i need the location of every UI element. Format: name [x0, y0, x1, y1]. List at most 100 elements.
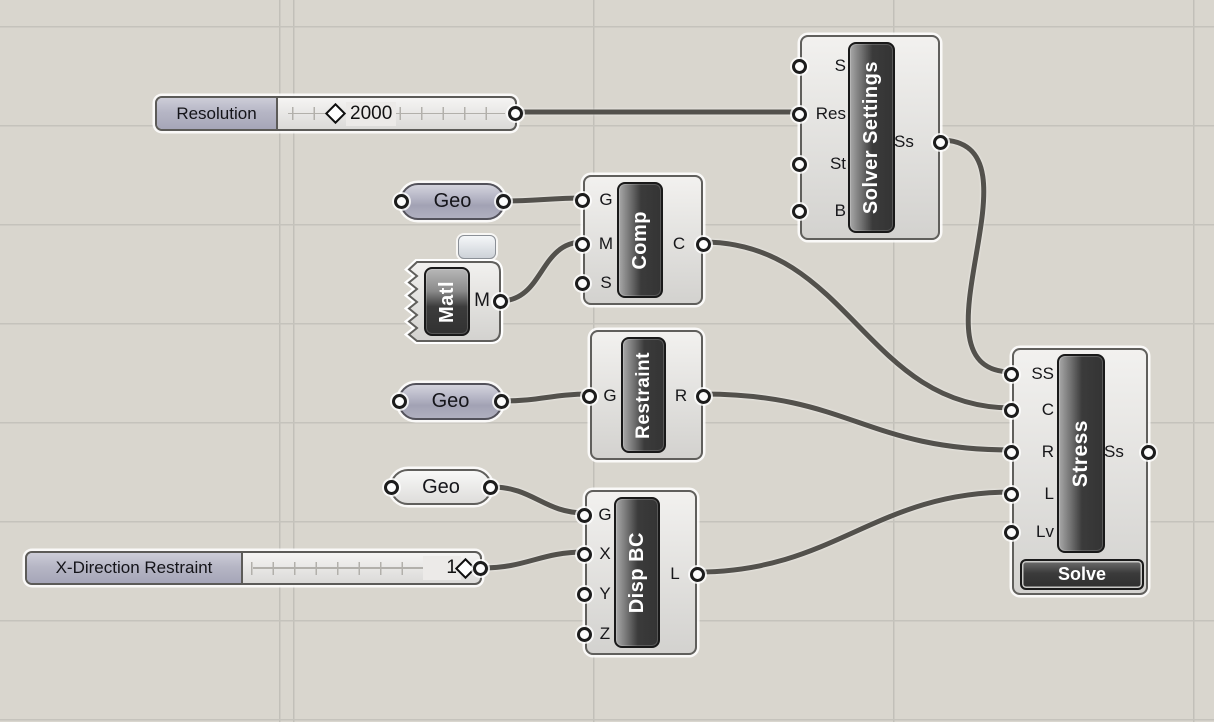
port-out-geo-bottom[interactable]	[483, 479, 498, 495]
output-label-ss: Ss	[894, 132, 914, 151]
input-label-g: G	[599, 190, 613, 209]
output-label-r: R	[674, 386, 688, 405]
component-stress[interactable]: SS C R L Lv Stress Ss Solve	[1004, 348, 1156, 595]
wire-geo-mid-to-restraint-g[interactable]	[500, 391, 593, 404]
port-in-dispbc-g[interactable]	[577, 507, 592, 523]
port-in-res[interactable]	[792, 106, 807, 122]
component-solver-settings[interactable]: S Res St B Solver Settings Ss	[792, 35, 948, 240]
port-in-st[interactable]	[792, 156, 807, 172]
output-label-l: L	[670, 564, 680, 583]
port-in-stress-r[interactable]	[1004, 444, 1019, 460]
input-label-r: R	[1041, 442, 1054, 461]
balloon-bubble	[458, 235, 496, 259]
resolution-slider[interactable]: Resolution 2000	[155, 96, 523, 131]
port-in-comp-g[interactable]	[575, 192, 590, 208]
matl-title: Matl	[435, 280, 458, 323]
restraint-title-bar[interactable]: Restraint	[621, 337, 666, 453]
slider-ticks	[292, 107, 503, 120]
port-in-comp-m[interactable]	[575, 236, 590, 252]
input-label-g: G	[603, 386, 617, 405]
port-out-resolution[interactable]	[508, 106, 523, 121]
port-in-dispbc-y[interactable]	[577, 586, 592, 602]
port-in-geo-mid[interactable]	[392, 394, 407, 409]
disp-bc-title-bar[interactable]: Disp BC	[614, 497, 660, 648]
stress-title-bar[interactable]: Stress	[1057, 354, 1105, 553]
port-in-stress-l[interactable]	[1004, 486, 1019, 502]
component-disp-bc[interactable]: G X Y Z Disp BC L	[577, 490, 705, 655]
port-out-geo-mid[interactable]	[494, 394, 509, 409]
resolution-slider-track[interactable]: 2000	[278, 98, 515, 129]
port-in-stress-lv[interactable]	[1004, 524, 1019, 540]
port-out-matl-m[interactable]	[493, 293, 508, 309]
port-in-restraint-g[interactable]	[582, 388, 597, 404]
input-label-l: L	[1044, 484, 1054, 503]
resolution-slider-label: Resolution	[157, 98, 278, 129]
solver-settings-title: Solver Settings	[860, 60, 882, 215]
port-in-stress-ss[interactable]	[1004, 366, 1019, 382]
input-label-g: G	[598, 505, 612, 524]
x-restraint-slider-track[interactable]: 1	[243, 553, 480, 583]
input-label-ss: SS	[1031, 364, 1054, 383]
input-label-y: Y	[599, 584, 611, 603]
port-in-geo-top[interactable]	[394, 194, 409, 209]
matl-title-bar[interactable]: Matl	[424, 267, 470, 336]
wire-geo-bottom-to-dispbc-g[interactable]	[489, 484, 588, 516]
component-comp[interactable]: G M S Comp C	[575, 175, 711, 305]
wire-solver-to-stress-ss[interactable]	[937, 137, 1015, 375]
input-label-s: S	[600, 273, 612, 292]
port-in-stress-c[interactable]	[1004, 402, 1019, 418]
disp-bc-title: Disp BC	[625, 531, 648, 614]
geo-mid-label: Geo	[431, 390, 470, 412]
input-label-res: Res	[815, 104, 846, 123]
comp-title: Comp	[628, 210, 651, 270]
resolution-slider-value: 2000	[346, 101, 397, 126]
slider-ticks	[251, 561, 466, 575]
port-out-dispbc-l[interactable]	[690, 566, 705, 582]
wire-restraint-to-stress-r[interactable]	[700, 391, 1015, 453]
input-label-b: B	[834, 201, 846, 220]
output-label-ss: Ss	[1104, 442, 1124, 461]
restraint-title: Restraint	[632, 351, 654, 439]
wire-matl-to-comp-m[interactable]	[497, 239, 586, 304]
x-restraint-slider-label: X-Direction Restraint	[27, 553, 243, 583]
wire-comp-to-stress-c[interactable]	[700, 239, 1015, 411]
input-label-m: M	[598, 234, 614, 253]
output-label-m: M	[474, 290, 490, 311]
input-label-s: S	[834, 56, 846, 75]
solve-button[interactable]: Solve	[1020, 559, 1144, 590]
port-out-comp-c[interactable]	[696, 236, 711, 252]
x-restraint-slider[interactable]: X-Direction Restraint 1	[25, 551, 488, 585]
port-out-geo-top[interactable]	[496, 194, 511, 209]
matl-balloon-icon[interactable]	[458, 235, 498, 267]
wire-geo-top-to-comp-g[interactable]	[502, 195, 586, 204]
port-out-x-restraint[interactable]	[473, 560, 488, 576]
geo-top-label: Geo	[433, 190, 472, 212]
comp-title-bar[interactable]: Comp	[617, 182, 663, 298]
param-geo-top[interactable]: Geo	[394, 183, 511, 220]
param-geo-bottom[interactable]: Geo	[384, 469, 498, 505]
component-restraint[interactable]: G Restraint R	[582, 330, 711, 460]
param-geo-mid[interactable]: Geo	[392, 383, 509, 420]
port-out-restraint-r[interactable]	[696, 388, 711, 404]
port-in-geo-bottom[interactable]	[384, 479, 399, 495]
port-in-dispbc-z[interactable]	[577, 626, 592, 642]
port-in-s[interactable]	[792, 58, 807, 74]
input-label-c: C	[1041, 400, 1054, 419]
output-label-c: C	[672, 234, 686, 253]
stress-title: Stress	[1069, 419, 1092, 488]
wire-xslider-to-dispbc-x[interactable]	[479, 549, 588, 571]
port-in-dispbc-x[interactable]	[577, 546, 592, 562]
port-in-comp-s[interactable]	[575, 275, 590, 291]
port-out-stress-ss[interactable]	[1141, 444, 1156, 460]
port-out-ss[interactable]	[933, 134, 948, 150]
input-label-z: Z	[599, 624, 611, 643]
wire-dispbc-to-stress-l[interactable]	[694, 489, 1015, 575]
solver-settings-title-bar[interactable]: Solver Settings	[848, 42, 895, 233]
component-matl[interactable]: Matl M	[404, 259, 508, 344]
geo-bottom-label: Geo	[422, 475, 460, 498]
input-label-lv: Lv	[1036, 522, 1054, 541]
solve-button-label: Solve	[1057, 564, 1107, 584]
port-in-b[interactable]	[792, 203, 807, 219]
